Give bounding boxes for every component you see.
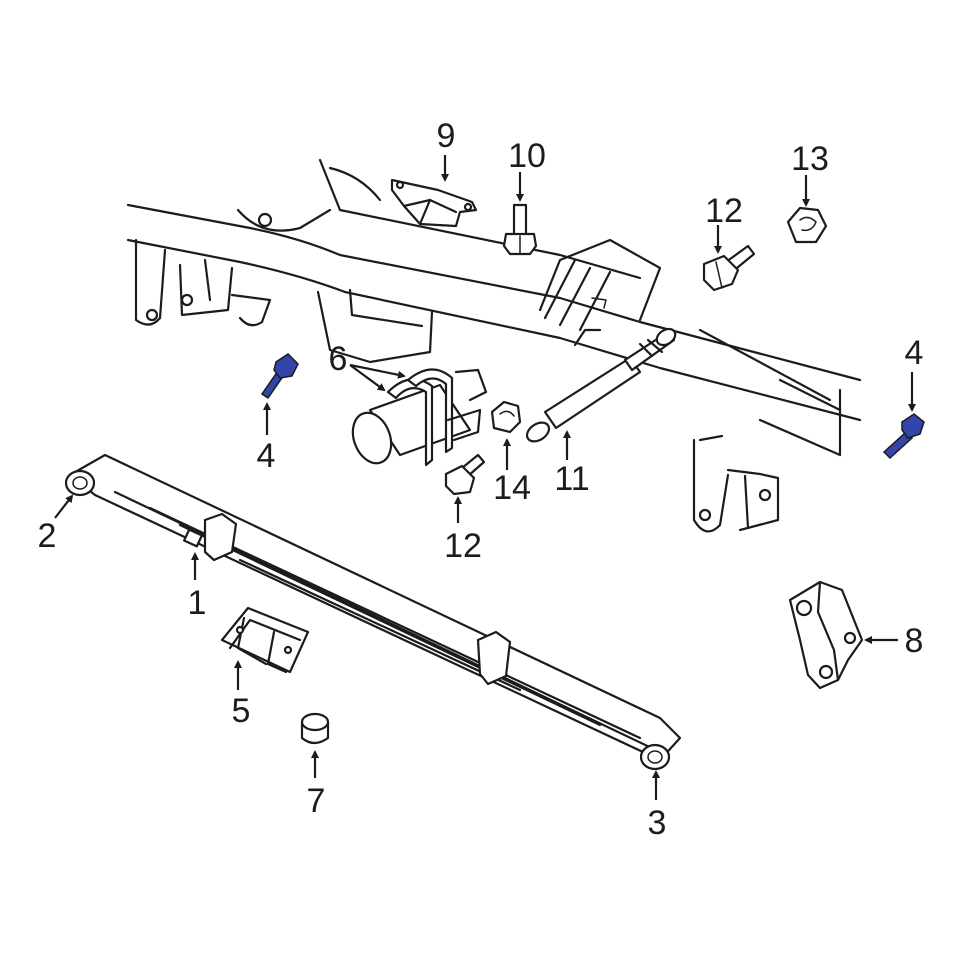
callout-10: 10: [508, 137, 546, 175]
part-8-shackle: [788, 580, 864, 690]
part-5-spring-plate: [220, 606, 310, 674]
part-7-spacer: [300, 712, 330, 745]
part-9-bracket: [390, 178, 478, 228]
callout-leaders: [54, 155, 916, 800]
callout-12-upper: 12: [705, 192, 743, 230]
callout-1: 1: [188, 584, 207, 622]
callout-14: 14: [493, 469, 531, 507]
part-1-leaf-spring: [64, 453, 682, 771]
callout-12-lower: 12: [444, 527, 482, 565]
callout-6: 6: [329, 340, 348, 378]
part-13-nut: [786, 206, 828, 244]
callout-4-left: 4: [257, 437, 276, 475]
callout-11: 11: [554, 460, 589, 498]
part-4-bolt-right: [882, 413, 925, 460]
callout-4-right: 4: [905, 334, 924, 372]
part-4-bolt-left: [260, 353, 299, 400]
vehicle-frame: [126, 158, 862, 533]
part-12-bolt-lower: [444, 453, 486, 496]
part-12-bolt-upper: [702, 244, 756, 292]
part-10-bolt: [502, 203, 538, 256]
callout-8: 8: [905, 622, 924, 660]
callout-5: 5: [232, 692, 251, 730]
part-14-nut: [490, 400, 522, 434]
callout-3: 3: [648, 804, 667, 842]
callout-9: 9: [437, 117, 456, 155]
part-11-shock-absorber: [525, 327, 677, 443]
part-6-u-bolts: [351, 368, 488, 467]
callout-13: 13: [791, 140, 829, 178]
callout-2: 2: [38, 517, 57, 555]
callout-7: 7: [307, 782, 326, 820]
